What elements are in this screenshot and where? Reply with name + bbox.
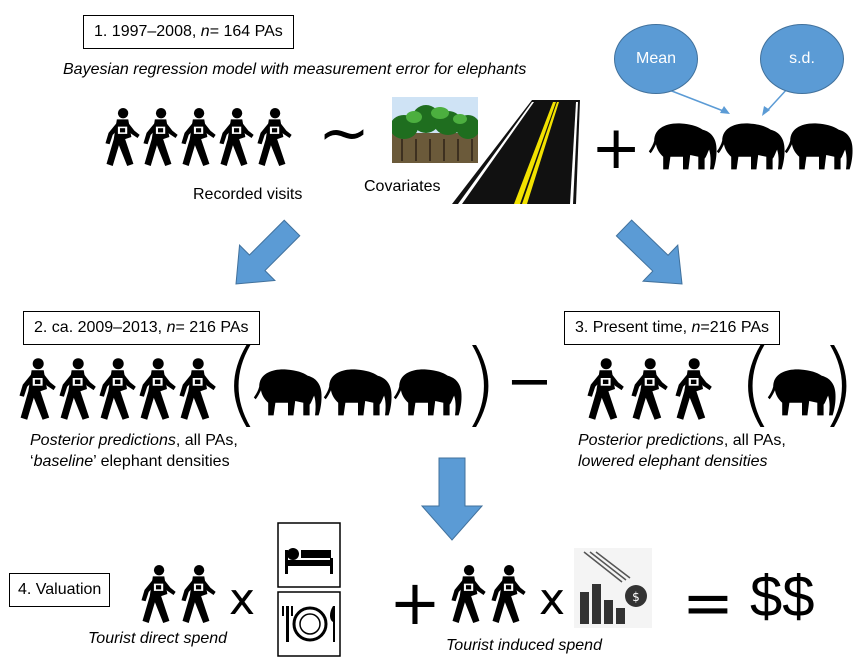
step2-caption-quote-close: ’ elephant densities bbox=[93, 453, 230, 470]
paren-open-3: ( bbox=[738, 330, 774, 437]
induced-spend-label: Tourist induced spend bbox=[446, 637, 602, 654]
tourist-icon bbox=[139, 358, 176, 420]
elephant-icon bbox=[648, 123, 717, 170]
equals-operator: = bbox=[682, 566, 734, 639]
tourist-icon bbox=[451, 565, 486, 623]
elephant-icon bbox=[253, 369, 322, 416]
step1-subtitle: Bayesian regression model with measureme… bbox=[63, 61, 527, 78]
recorded-visits-label: Recorded visits bbox=[193, 186, 303, 203]
step3-caption-line1: Posterior predictions, all PAs, bbox=[578, 432, 786, 450]
tourist-icon bbox=[141, 565, 176, 623]
tourist-icon bbox=[19, 358, 56, 420]
minus-operator: − bbox=[506, 349, 553, 414]
elephant-icon bbox=[323, 369, 392, 416]
times-operator-2: x bbox=[539, 574, 566, 625]
step3-caption-emph: Posterior predictions bbox=[578, 432, 724, 449]
tourist-icon bbox=[491, 565, 526, 623]
sd-label: s.d. bbox=[789, 50, 815, 67]
step4-label: 4. Valuation bbox=[9, 573, 111, 607]
step3-caption-line2: lowered elephant densities bbox=[578, 453, 768, 470]
meal-icon bbox=[282, 606, 335, 642]
tourist-icon bbox=[219, 108, 254, 166]
lowered-visits-icons bbox=[587, 358, 712, 420]
mean-bubble: Mean bbox=[614, 24, 698, 94]
step2-label: 2. ca. 2009–2013, n= 216 PAs bbox=[23, 311, 260, 345]
step1-label-prefix: 1. 1997–2008, bbox=[94, 23, 197, 40]
step3-caption-rest: , all PAs, bbox=[723, 432, 786, 449]
baseline-elephant-icons bbox=[253, 369, 462, 416]
forest-icon bbox=[392, 97, 478, 163]
svg-text:$: $ bbox=[632, 590, 640, 604]
tourist-icon bbox=[181, 565, 216, 623]
tourist-icon bbox=[181, 108, 216, 166]
plus-operator-1: + bbox=[591, 113, 642, 183]
paren-close-2: ) bbox=[462, 330, 498, 437]
tilde-operator: ~ bbox=[318, 96, 370, 169]
tourist-icon bbox=[675, 358, 712, 420]
step2-caption-emph: Posterior predictions bbox=[30, 432, 176, 449]
step3-label: 3. Present time, n=216 PAs bbox=[564, 311, 781, 345]
accommodation-meal-icons bbox=[277, 522, 341, 657]
step2-caption-quote-open: ‘ bbox=[30, 453, 34, 470]
economic-impact-icon: $ bbox=[574, 548, 652, 628]
times-operator-1: x bbox=[229, 574, 256, 625]
recorded-visits-icons bbox=[105, 108, 292, 166]
arrow-to-step3 bbox=[615, 219, 683, 285]
sd-bubble: s.d. bbox=[760, 24, 844, 94]
plus-operator-2: + bbox=[389, 566, 441, 639]
result-value: $$ bbox=[750, 564, 815, 629]
mean-pointer-head bbox=[720, 106, 730, 114]
tourist-icon bbox=[105, 108, 140, 166]
arrow-to-step4 bbox=[420, 457, 484, 541]
elephant-icon bbox=[784, 123, 853, 170]
covariates-label: Covariates bbox=[364, 178, 441, 195]
step1-label: 1. 1997–2008, n= 164 PAs bbox=[83, 15, 294, 49]
tourist-icon bbox=[143, 108, 178, 166]
tourist-icon bbox=[59, 358, 96, 420]
elephant-icon bbox=[393, 369, 462, 416]
sd-pointer-head bbox=[762, 106, 770, 116]
mean-pointer-line bbox=[663, 87, 727, 113]
step2-caption-line2: ‘baseline’ elephant densities bbox=[30, 453, 230, 471]
step2-label-prefix: 2. ca. 2009–2013, bbox=[34, 319, 163, 336]
baseline-visits-icons bbox=[19, 358, 216, 420]
arrow-to-step2 bbox=[235, 219, 301, 285]
step3-label-suffix: =216 PAs bbox=[700, 319, 770, 336]
tourist-icon bbox=[179, 358, 216, 420]
road-icon bbox=[452, 100, 580, 204]
step2-label-suffix: = 216 PAs bbox=[175, 319, 249, 336]
step2-caption-line1: Posterior predictions, all PAs, bbox=[30, 432, 238, 450]
paren-close-3: ) bbox=[820, 330, 853, 437]
mean-label: Mean bbox=[635, 50, 677, 67]
bed-icon bbox=[285, 548, 333, 574]
direct-visits-icons bbox=[141, 565, 216, 623]
tourist-icon bbox=[257, 108, 292, 166]
sd-pointer-line bbox=[765, 87, 789, 113]
step1-label-suffix: = 164 PAs bbox=[209, 23, 283, 40]
elephant-density-icons bbox=[648, 123, 853, 170]
direct-spend-label: Tourist direct spend bbox=[88, 630, 228, 647]
paren-open-2: ( bbox=[224, 330, 260, 437]
tourist-icon bbox=[99, 358, 136, 420]
tourist-icon bbox=[631, 358, 668, 420]
step3-label-prefix: 3. Present time, bbox=[575, 319, 688, 336]
step1-n-symbol: n bbox=[200, 23, 210, 40]
induced-visits-icons bbox=[451, 565, 526, 623]
step2-caption-rest: , all PAs, bbox=[175, 432, 238, 449]
elephant-icon bbox=[716, 123, 785, 170]
tourist-icon bbox=[587, 358, 624, 420]
step3-n-symbol: n bbox=[691, 319, 701, 336]
step2-n-symbol: n bbox=[166, 319, 176, 336]
step2-caption-baseline: baseline bbox=[33, 453, 94, 470]
